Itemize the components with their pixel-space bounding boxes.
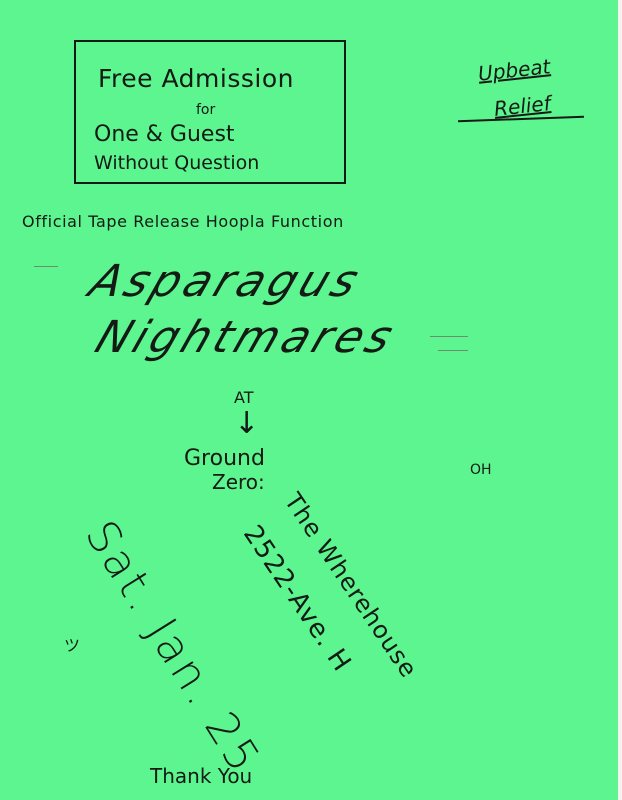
location-zero: Zero: [212,470,265,494]
admission-guest: One & Guest [94,122,235,147]
brand-upbeat: Upbeat [476,54,552,86]
location-ground: Ground [184,446,265,471]
band-name-line2: Nightmares [88,312,404,363]
location-at: AT [234,388,254,407]
admission-headline: Free Admission [98,64,294,93]
sunburst-doodle-icon: ツ [64,636,81,655]
admission-box: Free Admission for One & Guest Without Q… [74,40,346,184]
stray-dash [430,336,468,337]
stray-dash [438,350,468,351]
admission-for: for [196,102,216,118]
stray-dash [34,266,58,267]
admission-question: Without Question [94,152,260,174]
band-name-line1: Asparagus [82,256,370,307]
location-aside: OH [470,462,492,478]
thank-you: Thank You [150,764,253,788]
event-subtitle: Official Tape Release Hoopla Function [22,212,344,231]
down-arrow-icon: ↓ [234,406,260,441]
event-date: Sat. Jan. 25 [74,512,271,784]
